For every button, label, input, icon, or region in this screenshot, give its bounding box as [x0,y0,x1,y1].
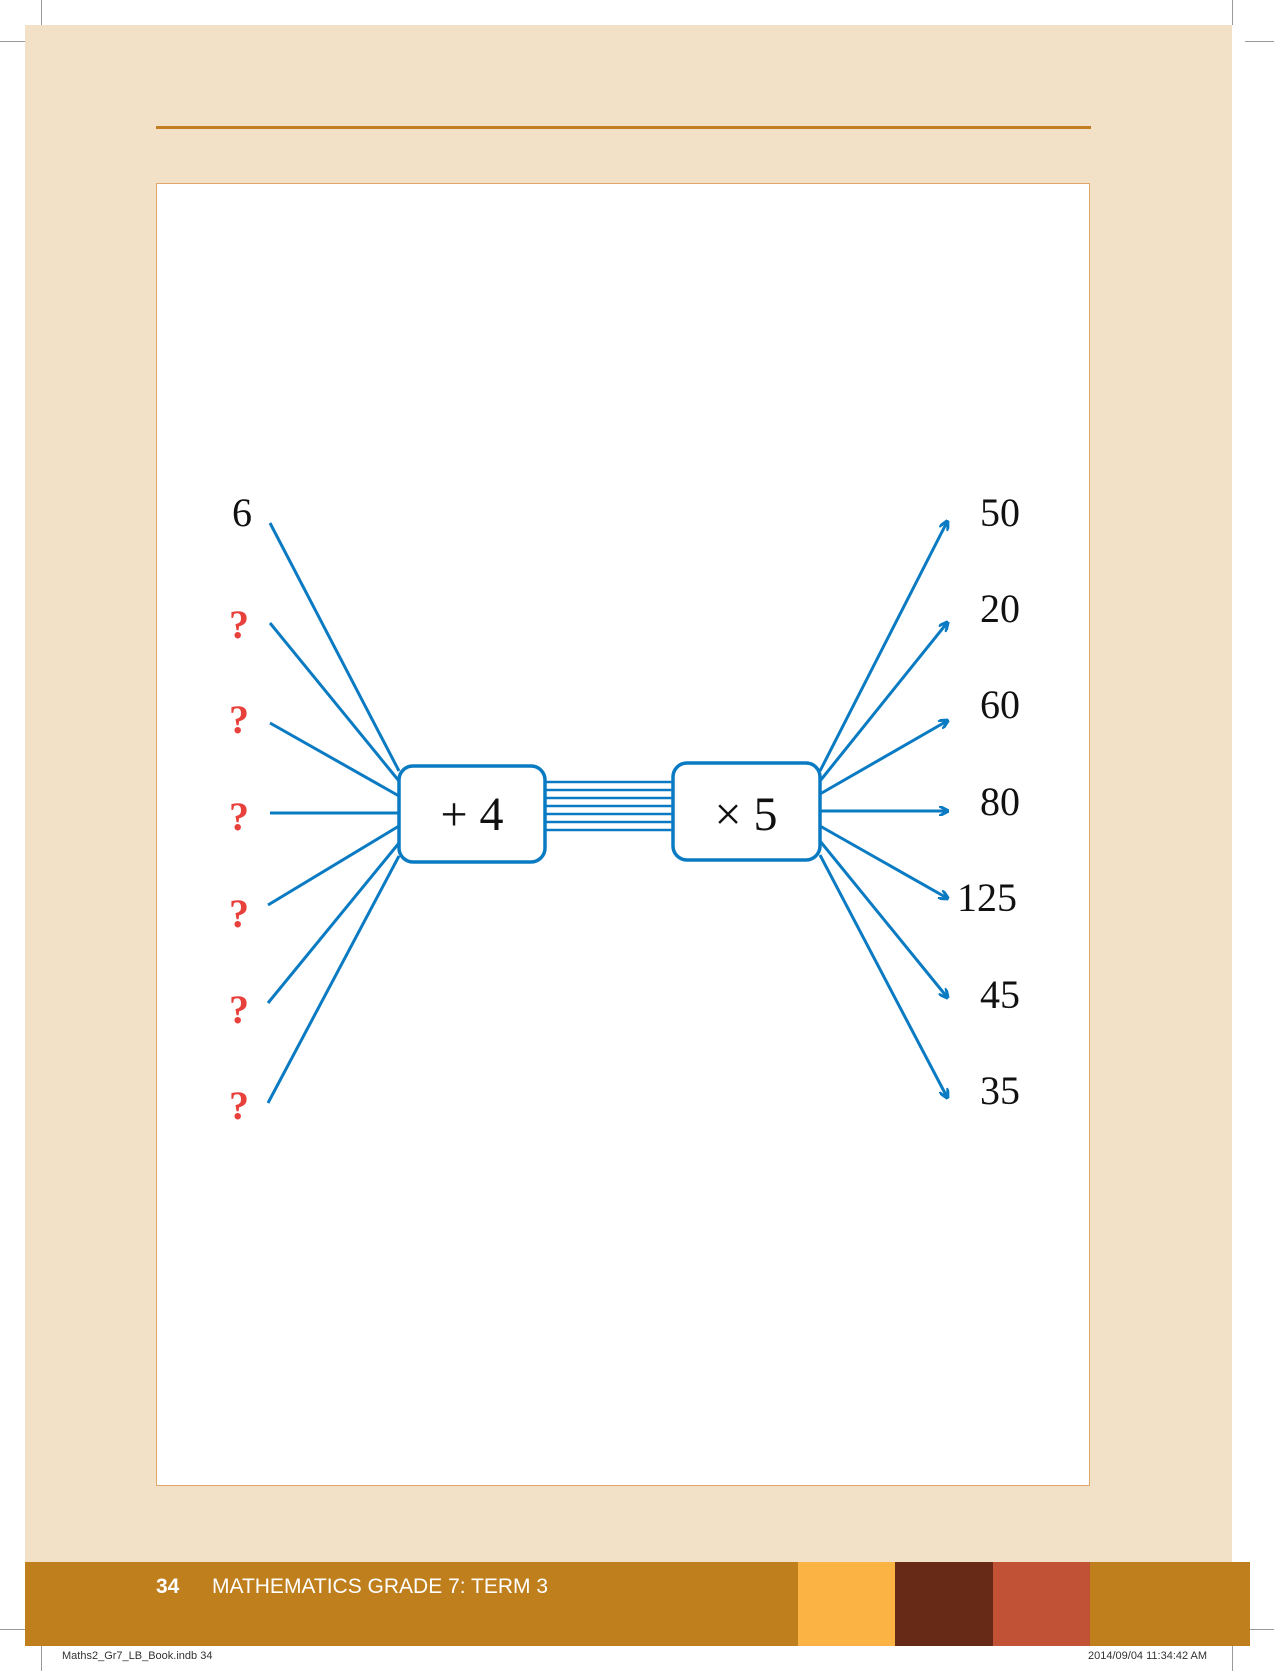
output-arrow [818,854,947,1097]
input-line [268,522,401,772]
output-value: 20 [980,586,1020,631]
output-value: 50 [980,490,1020,535]
footer-swatch-yellow [798,1562,895,1646]
output-arrow [819,824,947,898]
input-line [268,622,401,782]
output-value: 35 [980,1068,1020,1113]
input-unknown-marker: ? [229,794,249,839]
input-line [266,855,401,1104]
crop-mark [0,1629,25,1630]
input-line [269,721,400,798]
crop-mark [1232,1646,1233,1671]
connector-lines [545,780,673,832]
diagram-panel [156,183,1090,1486]
crop-mark [1232,0,1233,25]
output-arrow [818,840,947,997]
times-five-box [671,761,822,862]
input-known-value: 6 [232,490,252,535]
output-arrow [818,623,947,782]
output-arrow [819,721,947,796]
input-unknown-marker: ? [229,602,249,647]
output-arrow [818,522,947,772]
input-unknown-marker: ? [229,1083,249,1128]
crop-mark [1245,1629,1274,1630]
output-value: 45 [980,972,1020,1017]
crop-mark [1245,41,1274,42]
input-unknown-marker: ? [229,697,249,742]
output-value: 125 [957,875,1017,920]
output-value: 60 [980,682,1020,727]
input-unknown-marker: ? [229,987,249,1032]
input-lines [266,522,401,1104]
crop-mark [41,0,42,25]
crop-mark [0,41,25,42]
output-value: 80 [980,779,1020,824]
add-four-box [397,764,547,864]
header-rule [156,126,1091,129]
input-unknown-marker: ? [229,891,249,936]
crop-mark [41,1646,42,1671]
footer-title: MATHEMATICS GRADE 7: TERM 3 [212,1575,549,1598]
footer-swatch-brown [895,1562,993,1646]
slug-file: Maths2_Gr7_LB_Book.indb 34 [62,1650,213,1662]
input-line [267,824,400,907]
input-line [266,842,401,1004]
output-arrows [818,522,947,1097]
times-five-label: × 5 [714,788,777,841]
add-four-label: + 4 [440,788,503,841]
footer-swatch-red [993,1562,1090,1646]
page-number: 34 [156,1575,180,1598]
slug-timestamp: 2014/09/04 11:34:42 AM [1088,1650,1208,1662]
